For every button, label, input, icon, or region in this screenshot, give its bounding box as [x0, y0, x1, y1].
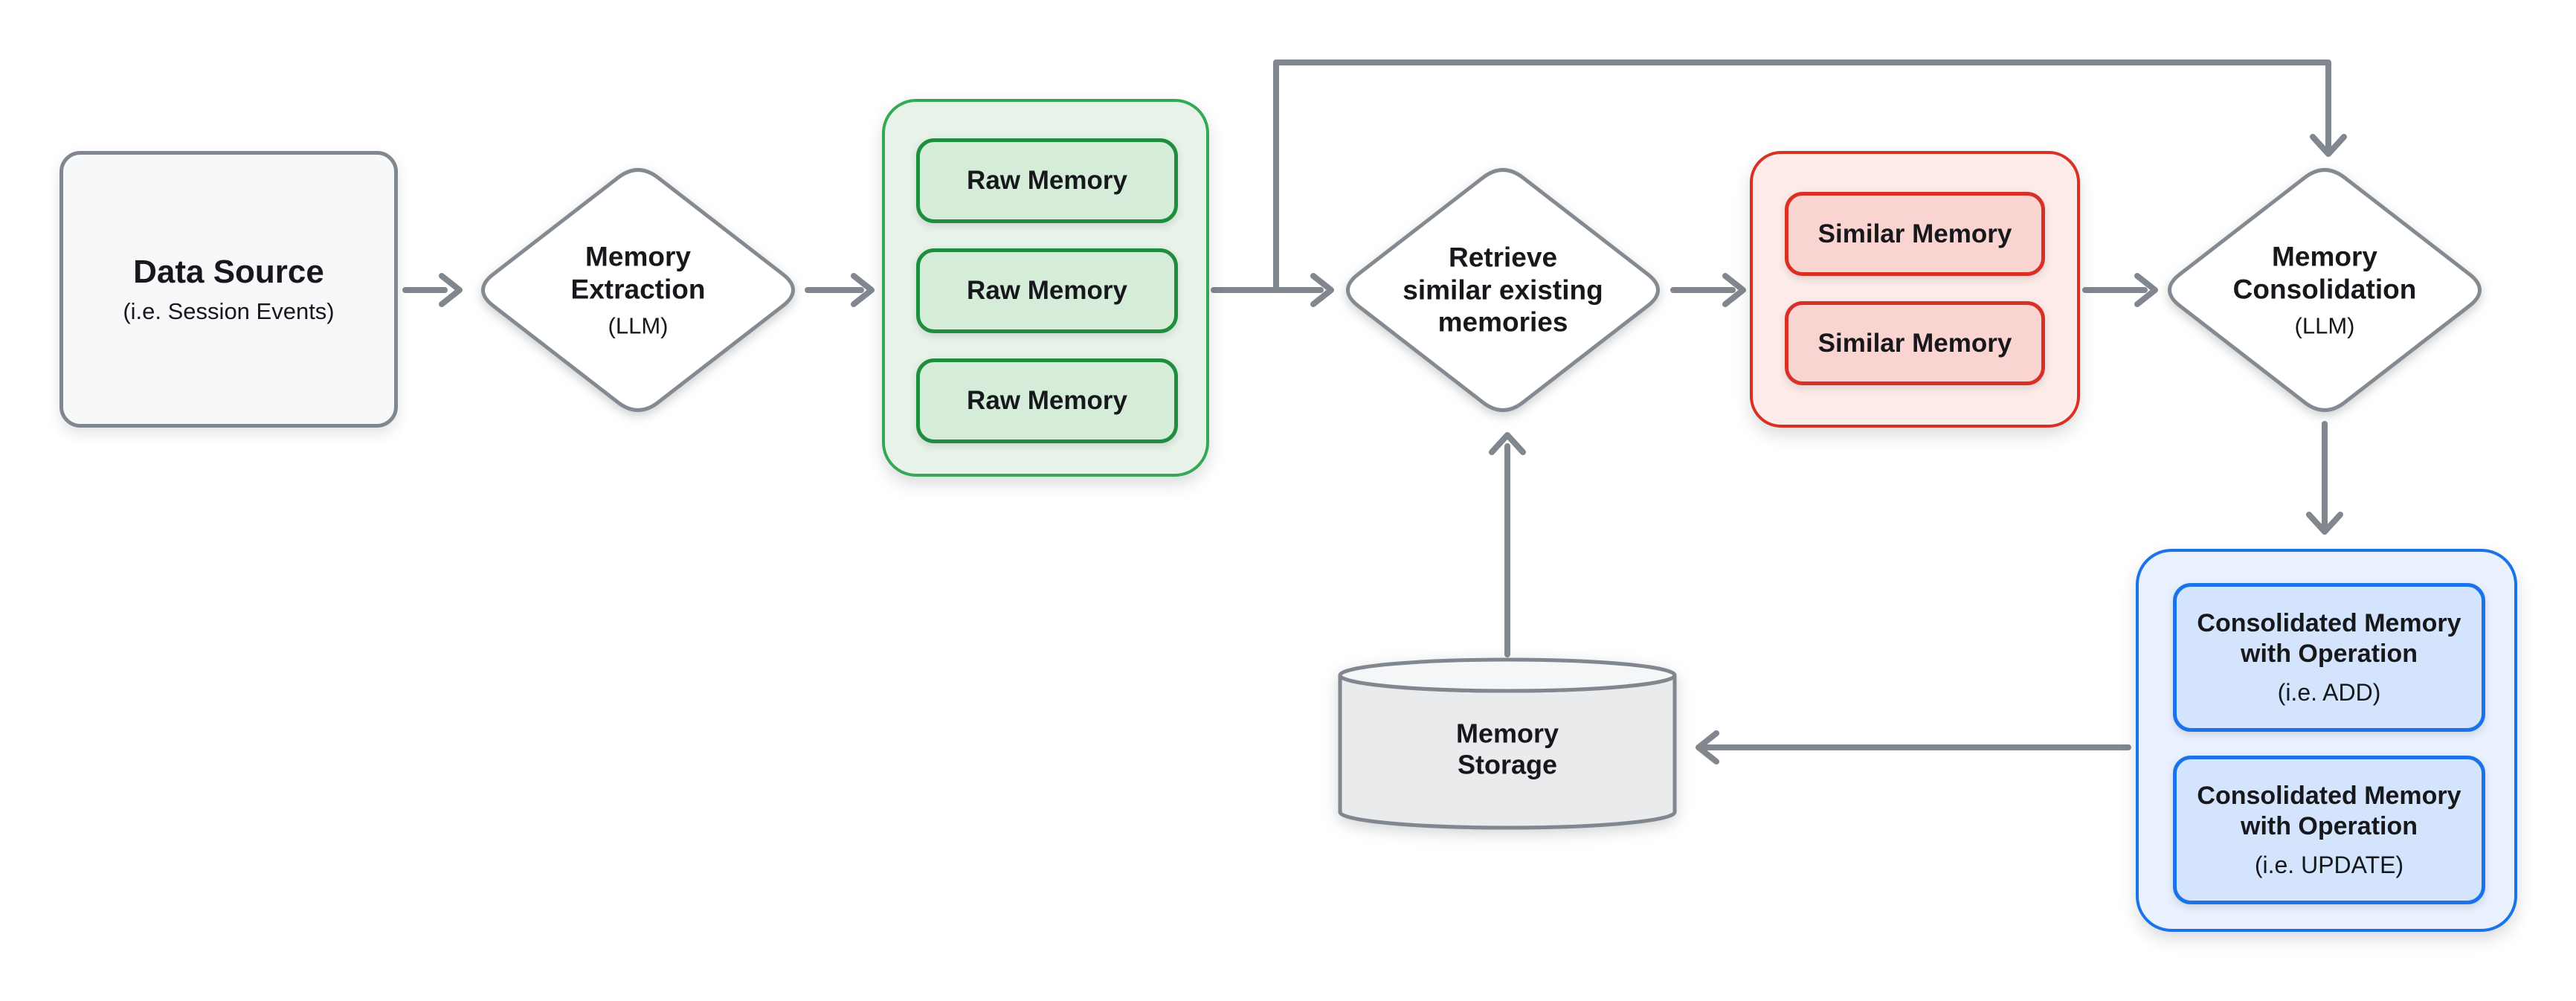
raw-memory-box-3: Raw Memory	[916, 358, 1178, 443]
consolidated-memory-update-subtitle: (i.e. UPDATE)	[2254, 851, 2404, 878]
consolidated-memory-add-title: Consolidated Memory with Operation	[2197, 609, 2461, 668]
similar-memory-box-1: Similar Memory	[1785, 192, 2045, 276]
consolidated-memory-add-subtitle: (i.e. ADD)	[2277, 678, 2381, 706]
similar-memory-label-2: Similar Memory	[1817, 328, 2012, 358]
arrow-storage-to-retrieve	[1489, 432, 1526, 657]
memory-consolidation-diamond	[2168, 168, 2482, 412]
arrow-rawmemory-to-retrieve	[1211, 273, 1334, 307]
data-source-subtitle: (i.e. Session Events)	[123, 298, 335, 325]
similar-memory-label-1: Similar Memory	[1817, 219, 2012, 248]
arrow-retrieve-to-similar	[1670, 273, 1746, 307]
similar-memory-box-2: Similar Memory	[1785, 301, 2045, 385]
raw-memory-label-3: Raw Memory	[967, 386, 1127, 415]
raw-memory-label-1: Raw Memory	[967, 166, 1127, 195]
raw-memory-box-2: Raw Memory	[916, 248, 1178, 333]
feedback-arrow-rawmemory-to-consolidation	[1273, 59, 2347, 292]
retrieve-similar-diamond	[1346, 168, 1660, 412]
raw-memory-label-2: Raw Memory	[967, 276, 1127, 305]
data-source-title: Data Source	[133, 253, 324, 290]
consolidated-memory-box-update: Consolidated Memory with Operation (i.e.…	[2173, 756, 2485, 904]
cylinder-top-ellipse	[1338, 657, 1677, 693]
cylinder-body	[1338, 675, 1677, 830]
consolidated-memory-update-title: Consolidated Memory with Operation	[2197, 782, 2461, 840]
arrow-datasource-to-extraction	[402, 273, 463, 307]
raw-memory-box-1: Raw Memory	[916, 138, 1178, 223]
arrow-similar-to-consolidation	[2082, 273, 2158, 307]
arrow-consolidated-to-storage	[1696, 730, 2131, 765]
data-source-box: Data Source (i.e. Session Events)	[59, 151, 398, 428]
memory-storage-cylinder	[1338, 657, 1677, 830]
arrow-extraction-to-rawmemory	[805, 273, 875, 307]
consolidated-memory-box-add: Consolidated Memory with Operation (i.e.…	[2173, 583, 2485, 732]
memory-extraction-diamond	[481, 168, 795, 412]
arrow-consolidation-to-consolidated	[2306, 421, 2343, 535]
